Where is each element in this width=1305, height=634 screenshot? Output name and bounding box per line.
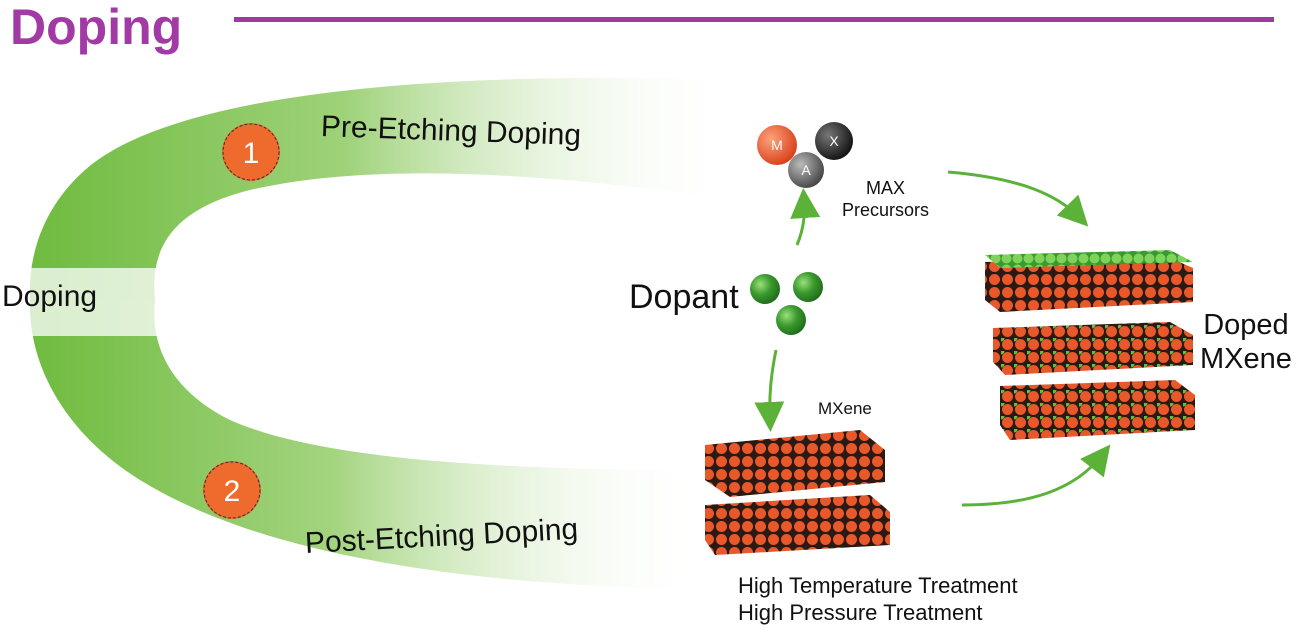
treatment-high-temperature: High Temperature Treatment — [738, 573, 1018, 598]
step-1-number: 1 — [243, 137, 260, 170]
step-2-badge: 2 — [203, 461, 261, 519]
dopant-label: Dopant — [629, 278, 739, 316]
arrow-dopant-to-max — [790, 188, 821, 246]
step-2-number: 2 — [224, 475, 241, 508]
mxene-label: MXene — [818, 399, 872, 418]
step-1-badge: 1 — [222, 123, 280, 181]
ball-a-letter: A — [801, 162, 811, 178]
doping-arc — [0, 77, 736, 590]
doped-mxene-layers — [985, 250, 1195, 440]
ball-m-letter: M — [771, 137, 783, 153]
doping-side-label: Doping — [2, 280, 98, 313]
arrow-mxene-to-doped — [961, 444, 1111, 507]
arrow-dopant-to-mxene — [754, 349, 785, 432]
dopant-balls — [750, 272, 823, 335]
max-label-line2: Precursors — [842, 200, 930, 220]
max-precursor-balls: M X A — [757, 122, 853, 188]
doped-label-line2: MXene — [1200, 343, 1292, 375]
doped-label-line1: Doped — [1203, 309, 1289, 341]
max-precursors-label: MAX Precursors — [842, 177, 929, 221]
arrow-max-to-doped — [947, 170, 1089, 227]
treatment-high-pressure: High Pressure Treatment — [738, 600, 983, 625]
flow-arrows — [754, 170, 1111, 507]
ball-x-letter: X — [829, 133, 839, 149]
treatment-list: High Temperature Treatment High Pressure… — [738, 572, 1018, 626]
doped-mxene-label: Doped MXene — [1200, 308, 1292, 376]
page-title: Doping — [10, 0, 183, 55]
max-label-line1: MAX — [866, 178, 906, 198]
title-rule — [234, 17, 1274, 22]
mxene-layers — [705, 430, 890, 555]
